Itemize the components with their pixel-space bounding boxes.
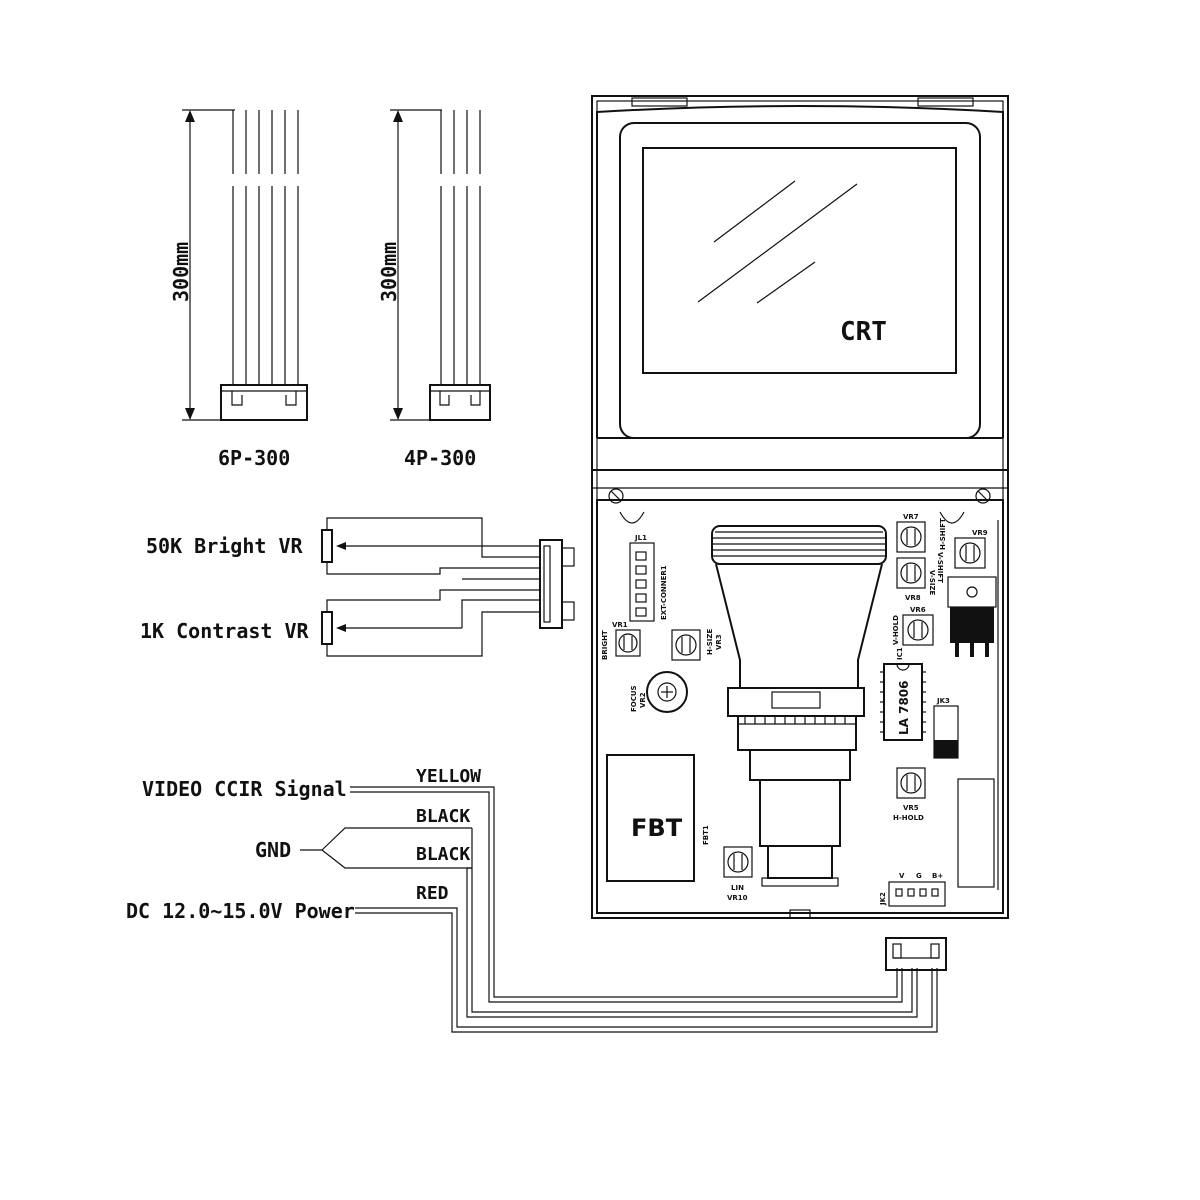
gnd-label: GND bbox=[255, 838, 291, 862]
vr10-lin-trimmer: LIN VR10 bbox=[723, 846, 753, 902]
vr3-hsize-trimmer: H-SIZE VR3 bbox=[671, 629, 723, 661]
cable-length-label: 300mm bbox=[169, 242, 193, 302]
fbt-label: FBT bbox=[631, 814, 683, 842]
hshift-label: H-SHIFT bbox=[939, 518, 947, 550]
vr3-label: VR3 bbox=[715, 634, 723, 650]
jl1-label: JL1 bbox=[634, 534, 647, 542]
cable-length-label: 300mm bbox=[377, 242, 401, 302]
vr1-label: VR1 bbox=[612, 621, 628, 629]
ic-part-label: LA 7806 bbox=[897, 680, 911, 735]
fbt-transformer: FBT FBT1 bbox=[606, 754, 710, 882]
vr-controls: 50K Bright VR 1K Contrast VR bbox=[140, 517, 575, 657]
jk3-label: JK3 bbox=[936, 697, 950, 705]
pin-g-label: G bbox=[916, 872, 922, 880]
vr9-trimmer: VR9 H-SHIFT bbox=[939, 518, 988, 569]
gnd-fork bbox=[300, 827, 472, 869]
signal-wiring: VIDEO CCIR Signal GND DC 12.0~15.0V Powe… bbox=[126, 766, 947, 1033]
cable-4p-300: 300mm 4P-300 bbox=[377, 109, 491, 470]
crt-module: CRT bbox=[591, 95, 1009, 919]
video-signal-label: VIDEO CCIR Signal bbox=[142, 777, 347, 801]
vr9-label: VR9 bbox=[972, 529, 988, 537]
vr6-label: VR6 bbox=[910, 606, 926, 614]
bright-trim-label: BRIGHT bbox=[601, 630, 609, 660]
wire-red bbox=[355, 907, 938, 1033]
vr6-vhold-trimmer: VR6 V-HOLD bbox=[892, 606, 934, 646]
vr7-trimmer: VR7 bbox=[896, 513, 926, 553]
ext-conn-label: EXT-CONNER1 bbox=[660, 565, 668, 620]
crt-screen: CRT bbox=[596, 105, 1004, 439]
crt-label: CRT bbox=[840, 317, 887, 347]
vr2-focus-trimmer: VR2 FOCUS bbox=[630, 671, 688, 713]
wire-yellow bbox=[350, 786, 903, 1003]
vr8-label: VR8 bbox=[905, 594, 921, 602]
bright-vr-label: 50K Bright VR bbox=[146, 534, 303, 558]
wire-black-label-2: BLACK bbox=[416, 844, 470, 865]
vr8-trimmer: VR8 bbox=[896, 557, 926, 602]
cable-6p-300: 300mm 6P-300 bbox=[169, 109, 308, 470]
jk3-jack: JK3 bbox=[933, 697, 959, 759]
cable-name: 6P-300 bbox=[218, 446, 290, 470]
wire-black bbox=[466, 828, 918, 1018]
vr-connector bbox=[539, 539, 575, 629]
wire-black-label-1: BLACK bbox=[416, 806, 470, 827]
ribbon-wires bbox=[226, 110, 305, 385]
connector-housing bbox=[220, 384, 308, 421]
dimension-arrow bbox=[182, 109, 235, 421]
vr5-label: VR5 bbox=[903, 804, 919, 812]
contrast-vr-label: 1K Contrast VR bbox=[140, 619, 310, 643]
vsize-label: V-SIZE bbox=[928, 570, 936, 596]
hsize-label: H-SIZE bbox=[706, 629, 714, 655]
vr7-label: VR7 bbox=[903, 513, 919, 521]
bright-potentiometer bbox=[321, 517, 540, 575]
voltage-regulator bbox=[947, 576, 997, 657]
vr2-label: VR2 bbox=[639, 692, 647, 708]
hhold-label: H-HOLD bbox=[893, 814, 924, 822]
connector-housing bbox=[429, 384, 491, 421]
power-video-connector bbox=[885, 937, 947, 971]
jl1-connector: JL1 EXT-CONNER1 bbox=[629, 534, 668, 622]
ic1-label: IC1 bbox=[896, 647, 904, 660]
vhold-label: V-HOLD bbox=[892, 615, 900, 645]
jk2-connector: V G B+ JK2 bbox=[879, 872, 946, 907]
contrast-potentiometer bbox=[321, 545, 540, 657]
jk2-label: JK2 bbox=[879, 892, 887, 906]
cable-name: 4P-300 bbox=[404, 446, 476, 470]
wire-red-label: RED bbox=[416, 883, 449, 904]
vr5-hhold-trimmer: VR5 H-HOLD bbox=[893, 767, 926, 822]
vshift-label: V-SHIFT bbox=[936, 552, 944, 583]
pin-bplus-label: B+ bbox=[932, 872, 943, 880]
lin-label: LIN bbox=[731, 884, 744, 892]
pin-v-label: V bbox=[899, 872, 905, 880]
focus-label: FOCUS bbox=[630, 685, 638, 712]
wire-yellow-label: YELLOW bbox=[416, 766, 481, 787]
ic1-la7806: IC1 LA 7806 bbox=[880, 647, 926, 741]
vr10-label: VR10 bbox=[727, 894, 748, 902]
ribbon-wires bbox=[434, 110, 487, 385]
vr1-trimmer: VR1 BRIGHT bbox=[601, 621, 641, 660]
crt-neck bbox=[711, 525, 887, 887]
dimension-arrow bbox=[390, 109, 442, 421]
power-label: DC 12.0~15.0V Power bbox=[126, 899, 355, 923]
fbt1-label: FBT1 bbox=[702, 825, 710, 845]
